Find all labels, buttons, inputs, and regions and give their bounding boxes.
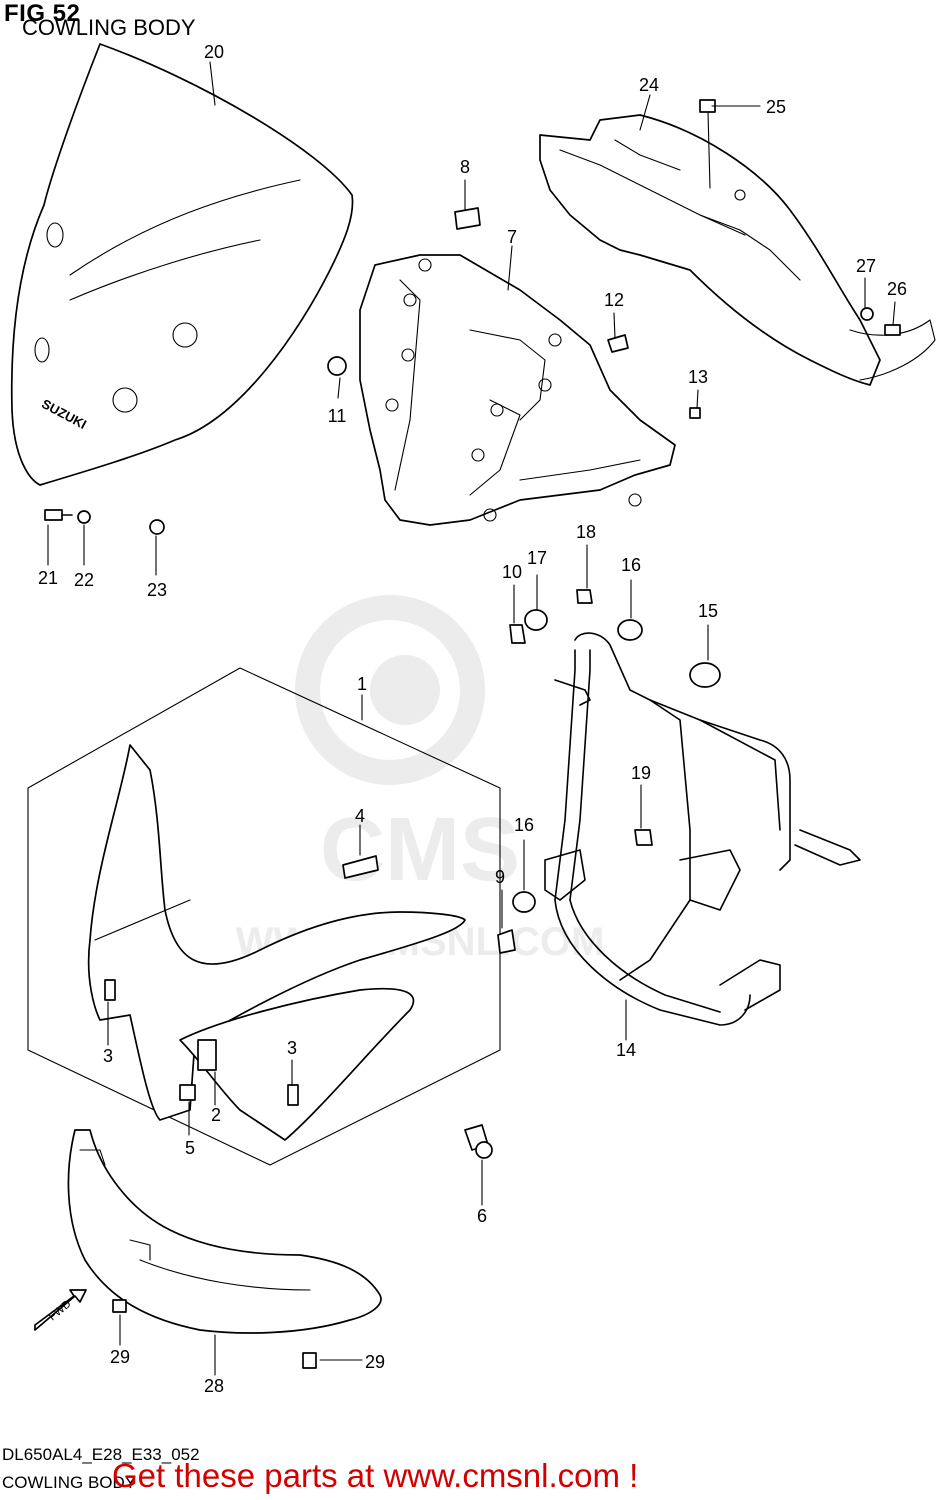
small-parts: FWD [34,99,901,1369]
footer-title: COWLING BODY [2,1473,137,1492]
part-number-7: 7 [507,227,517,247]
cowling-bracket-part-14 [544,632,861,1026]
part-number-18: 18 [576,522,596,542]
part-number-24: 24 [639,75,659,95]
part-number-21: 21 [38,568,58,588]
part-number-17: 17 [527,548,547,568]
part-number-25: 25 [766,97,786,117]
fwd-arrow-icon [34,1289,87,1331]
cowling-part-1 [27,667,501,1166]
part-number-16: 16 [621,555,641,575]
inner-cover-part-24 [539,114,936,386]
part-number-9: 9 [495,867,505,887]
part-number-2: 2 [211,1105,221,1125]
part-number-11: 11 [328,406,347,426]
part-number-1: 1 [357,674,367,694]
leader-lines [47,61,896,1376]
watermark-logo-icon: CMS [295,595,520,900]
under-cowl-part-28 [67,1129,382,1334]
part-number-26: 26 [887,279,907,299]
part-number-16-lower: 16 [514,815,534,835]
part-number-29-right: 29 [365,1352,385,1372]
part-number-4: 4 [355,806,365,826]
part-number-3-right: 3 [287,1038,297,1058]
part-number-10: 10 [502,562,522,582]
part-number-15: 15 [698,601,718,621]
part-number-23: 23 [147,580,167,600]
part-number-28: 28 [204,1376,224,1396]
watermark: CMS WWW.CMSNL.COM [236,595,604,964]
part-number-22: 22 [74,570,94,590]
part-number-20: 20 [204,42,224,62]
part-number-14: 14 [616,1040,636,1060]
part-number-29-left: 29 [110,1347,130,1367]
part-number-5: 5 [185,1138,195,1158]
windscreen-part-20: SUZUKI [10,43,354,486]
part-number-19: 19 [631,763,651,783]
part-number-8: 8 [460,157,470,177]
part-number-labels: 20 24 25 8 7 27 26 12 13 11 21 22 23 18 … [38,42,907,1396]
part-number-6: 6 [477,1206,487,1226]
part-number-3: 3 [103,1046,113,1066]
figure-label: FIG 52 [4,0,81,27]
diagram-code: DL650AL4_E28_E33_052 [2,1445,200,1464]
part-number-27: 27 [856,256,876,276]
meter-panel-part-7 [359,254,676,526]
figure-title: COWLING BODY [22,15,196,40]
fwd-label: FWD [47,1298,74,1323]
promo-link-text[interactable]: Get these parts at www.cmsnl.com ! [112,1457,639,1494]
part-number-12: 12 [604,290,624,310]
part-number-13: 13 [688,367,708,387]
watermark-logo: CMS [320,800,520,900]
